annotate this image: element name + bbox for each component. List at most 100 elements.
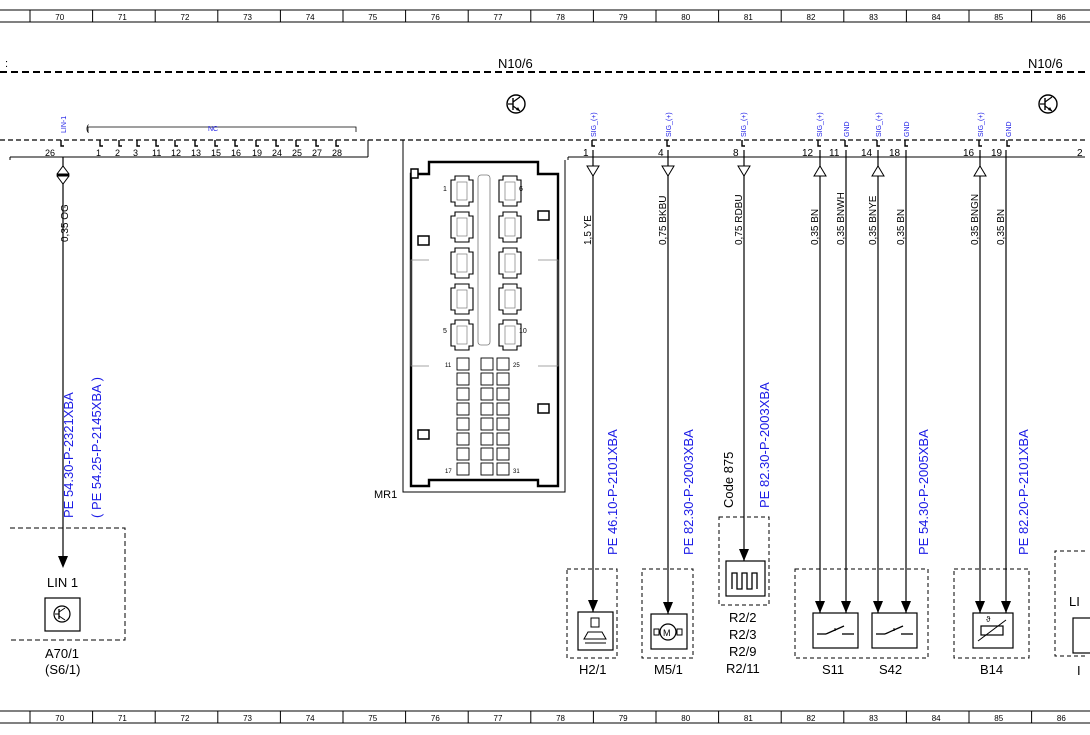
grid-column-label: 86 <box>1057 714 1066 723</box>
grid-column-label: 85 <box>994 13 1003 22</box>
grid-column-label: 77 <box>494 714 503 723</box>
grid-column-label: 83 <box>869 13 878 22</box>
pin-signal-label: SIG_(+) <box>876 112 883 137</box>
connector-pin-number: 11 <box>829 148 840 159</box>
component-label-right-partial: LI <box>1069 594 1080 609</box>
grid-column-label: 80 <box>681 714 690 723</box>
face-pin-label: 10 <box>519 328 527 335</box>
svg-text:(: ( <box>86 123 89 133</box>
wire: 1,5 YE <box>583 150 600 612</box>
pin-signal-label: SIG_(+) <box>978 112 985 137</box>
nc-label: NC <box>208 126 218 133</box>
motor-icon: M <box>653 623 683 641</box>
connector-pin-number: 1 <box>583 148 589 159</box>
wire-lin: 0,35 OG <box>56 157 71 568</box>
face-pin-label: 5 <box>443 328 447 335</box>
component-a70: LIN 1 A70/1 (S6/1) <box>10 527 126 677</box>
connector-pin-number: 14 <box>861 148 873 159</box>
wire: 0,35 BN <box>996 150 1011 613</box>
pin-signal-label: SIG_(+) <box>817 112 824 137</box>
connector-pin-number: 4 <box>658 148 664 159</box>
face-pin-label: 25 <box>513 363 520 369</box>
grid-column-label: 74 <box>306 13 315 22</box>
lin-pin-number: 26 <box>45 148 55 158</box>
wire-label: 0,35 BN <box>896 209 907 245</box>
reference-links: PE 54.30-P-2321XBA ( PE 54.25-P-2145XBA … <box>61 377 1031 555</box>
lin-box-label: LIN 1 <box>47 575 78 590</box>
wire-label: 0,35 BN <box>996 209 1007 245</box>
grid-column-label: 70 <box>55 13 64 22</box>
ref-r2-code: Code 875 <box>721 452 736 508</box>
grid-column-label: 82 <box>807 13 816 22</box>
wire: 0,35 BNGN <box>970 150 987 613</box>
grid-column-label: 76 <box>431 13 440 22</box>
component-m5: M M5/1 <box>641 568 694 677</box>
grid-column-label: 78 <box>556 714 565 723</box>
component-label-a70: A70/1 <box>45 646 79 661</box>
component-label-s6: (S6/1) <box>45 662 80 677</box>
connector-pin-number: 2 <box>1077 148 1083 159</box>
grid-column-label: 78 <box>556 13 565 22</box>
switch-icon <box>876 625 913 635</box>
svg-text:ϑ: ϑ <box>986 615 991 624</box>
ref-m5: PE 82.30-P-2003XBA <box>681 429 696 555</box>
pin-signal-label: SIG_(+) <box>591 112 598 137</box>
face-pin-label: 1 <box>443 186 447 193</box>
grid-column-label: 81 <box>744 13 753 22</box>
temperature-sensor-icon: ϑ <box>977 615 1007 642</box>
grid-column-label: 72 <box>181 13 190 22</box>
lin-pin-label: LIN-1 <box>61 116 68 133</box>
component-label-b14: B14 <box>980 662 1003 677</box>
wire: 0,75 RDBU <box>734 150 751 561</box>
pin-signal-label: GND <box>1006 121 1013 137</box>
connector-pin-number: 19 <box>991 148 1003 159</box>
component-h2: H2/1 <box>566 568 618 677</box>
grid-column-label: 74 <box>306 714 315 723</box>
connector-pin-number: 28 <box>332 148 342 158</box>
connector-pin-number: 11 <box>152 148 161 158</box>
connector-pin-number: 16 <box>963 148 975 159</box>
connector-pin-number: 15 <box>211 148 221 158</box>
wire-label: 0,35 BNYE <box>868 195 879 245</box>
connector-pin-number: 24 <box>272 148 282 158</box>
control-unit-label-left: N10/6 <box>498 56 533 71</box>
connector-pin-number: 18 <box>889 148 901 159</box>
wire-label-lin: 0,35 OG <box>60 204 71 242</box>
component-label-s42: S42 <box>879 662 902 677</box>
mr1-label: MR1 <box>374 489 397 501</box>
grid-column-label: 79 <box>619 13 628 22</box>
grid-column-label: 79 <box>619 714 628 723</box>
transistor-icon <box>1038 94 1058 114</box>
connector-pin-number: 8 <box>733 148 739 159</box>
wire: 0,35 BNYE <box>868 150 885 613</box>
grid-column-label: 73 <box>243 13 252 22</box>
face-pin-label: 6 <box>519 186 523 193</box>
component-label-r2: R2/9 <box>729 644 756 659</box>
connector-pin-number: 3 <box>133 148 138 158</box>
svg-text:M: M <box>663 628 671 638</box>
grid-column-label: 84 <box>932 13 941 22</box>
wire: 0,35 BN <box>896 150 911 613</box>
heater-icon <box>731 572 758 590</box>
transistor-icon <box>506 94 526 114</box>
wire: 0,35 BN <box>810 150 827 613</box>
component-label-r2: R2/11 <box>726 661 760 676</box>
transistor-icon <box>53 605 71 623</box>
grid-column-label: 80 <box>681 13 690 22</box>
grid-column-label: 70 <box>55 714 64 723</box>
grid-column-label: 75 <box>368 714 377 723</box>
component-b14: ϑ B14 <box>953 568 1030 677</box>
connector-face-mr1: MR1 1 6 5 10 11 25 17 31 <box>374 140 566 501</box>
pin-signal-label: SIG_(+) <box>666 112 673 137</box>
wire-label: 0,35 BN <box>810 209 821 245</box>
control-unit-boundary: : N10/6 N10/6 <box>0 56 1085 114</box>
pin-signal-label: GND <box>904 121 911 137</box>
ref-h2: PE 46.10-P-2101XBA <box>605 429 620 555</box>
face-pin-label: 17 <box>445 469 452 475</box>
grid-column-label: 71 <box>118 13 127 22</box>
wire-label: 1,5 YE <box>583 215 594 245</box>
pin-signal-label: SIG_(+) <box>741 112 748 137</box>
pin-signal-label: GND <box>844 121 851 137</box>
